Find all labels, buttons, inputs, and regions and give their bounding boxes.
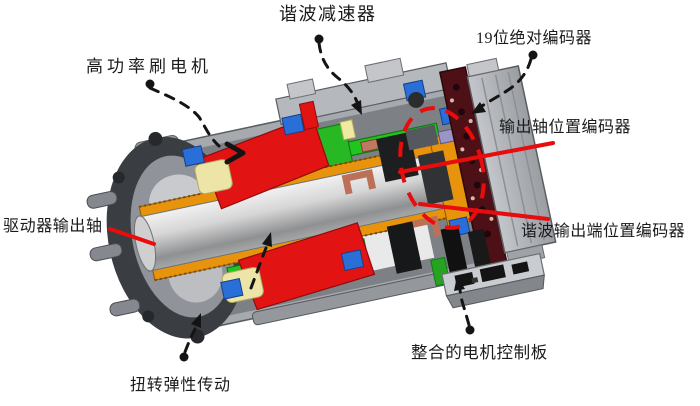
label-driver-output-shaft: 驱动器输出轴 [3, 218, 103, 235]
arrowhead-icon [454, 276, 465, 291]
output-shaft-encoder-pointer [398, 141, 555, 174]
arrowhead-icon [191, 313, 201, 328]
actuator-assembly [86, 57, 557, 344]
leader-harmonic-reducer [314, 34, 362, 115]
end-cap [466, 57, 557, 266]
arrowhead-icon [471, 102, 486, 114]
control-board [430, 225, 546, 309]
chevron-arrow-icon [224, 141, 246, 165]
leader-brush-motor [145, 79, 246, 165]
label-19bit-absolute-encoder: 19位绝对编码器 [476, 30, 593, 47]
leader-control-board [454, 276, 475, 335]
flange-bolts [86, 191, 141, 317]
driver-output-shaft-pointer [108, 227, 156, 246]
label-output-shaft-encoder: 输出轴位置编码器 [499, 119, 632, 136]
label-harmonic-output-encoder: 谐波输出端位置编码器 [521, 223, 686, 240]
arrowhead-icon [351, 100, 362, 115]
label-torsional-elastic-drive: 扭转弹性传动 [130, 377, 231, 394]
harmonic-output-encoder-pointer [418, 202, 550, 221]
label-motor-control-board: 整合的电机控制板 [411, 343, 548, 362]
arrowhead-icon [262, 232, 272, 247]
leader-torsional-drive [179, 232, 272, 362]
leader-absolute-encoder [471, 50, 538, 114]
label-brush-motor: 高功率刷电机 [86, 57, 212, 76]
black-leaders [145, 34, 538, 362]
label-harmonic-reducer: 谐波减速器 [279, 4, 377, 24]
red-annotations [108, 106, 555, 246]
